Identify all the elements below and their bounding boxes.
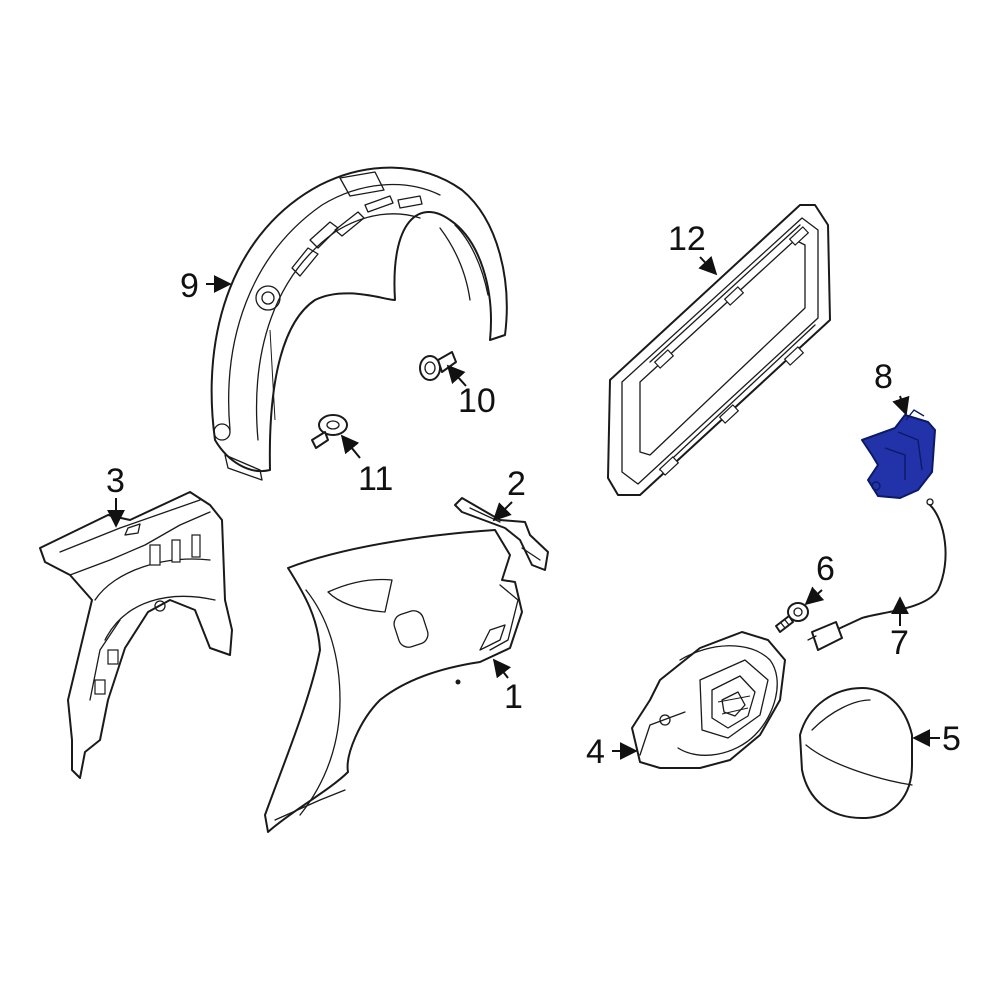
- callout-4: 4: [586, 733, 638, 771]
- wheelhouse-liner: [210, 166, 508, 481]
- callout-3: 3: [106, 462, 125, 528]
- callout-9: 9: [180, 267, 232, 305]
- callout-7-label: 7: [890, 624, 909, 662]
- inner-wheelhouse-panel: [39, 491, 233, 779]
- quarter-panel: [264, 529, 523, 833]
- callout-7: 7: [890, 596, 909, 662]
- callout-10-label: 10: [458, 382, 496, 420]
- callout-11: 11: [340, 434, 393, 498]
- callout-1: 1: [492, 658, 523, 716]
- fuel-door-actuator-body: [861, 414, 936, 499]
- callout-2-label: 2: [507, 465, 526, 503]
- callout-3-label: 3: [106, 462, 125, 500]
- callout-8-label: 8: [874, 358, 893, 396]
- callout-12-label: 12: [668, 220, 706, 258]
- callout-5-label: 5: [942, 720, 961, 758]
- screw: [775, 602, 809, 633]
- push-pin: [419, 351, 457, 381]
- fuel-door-actuator: [861, 409, 936, 499]
- callout-10: 10: [446, 364, 496, 420]
- callout-6-label: 6: [816, 550, 835, 588]
- callout-5: 5: [912, 720, 961, 758]
- callout-6: 6: [804, 550, 835, 606]
- callout-12: 12: [668, 220, 718, 276]
- fuel-door: [799, 687, 913, 819]
- callout-2: 2: [492, 465, 526, 522]
- release-cable: [807, 498, 947, 651]
- storage-tray: [607, 204, 831, 496]
- callout-4-label: 4: [586, 733, 605, 771]
- callout-11-label: 11: [358, 460, 393, 498]
- retainer-clip: [311, 414, 348, 449]
- callout-8: 8: [874, 358, 910, 416]
- callout-9-label: 9: [180, 267, 199, 305]
- fuel-door-housing: [631, 631, 786, 769]
- callout-1-label: 1: [504, 678, 523, 716]
